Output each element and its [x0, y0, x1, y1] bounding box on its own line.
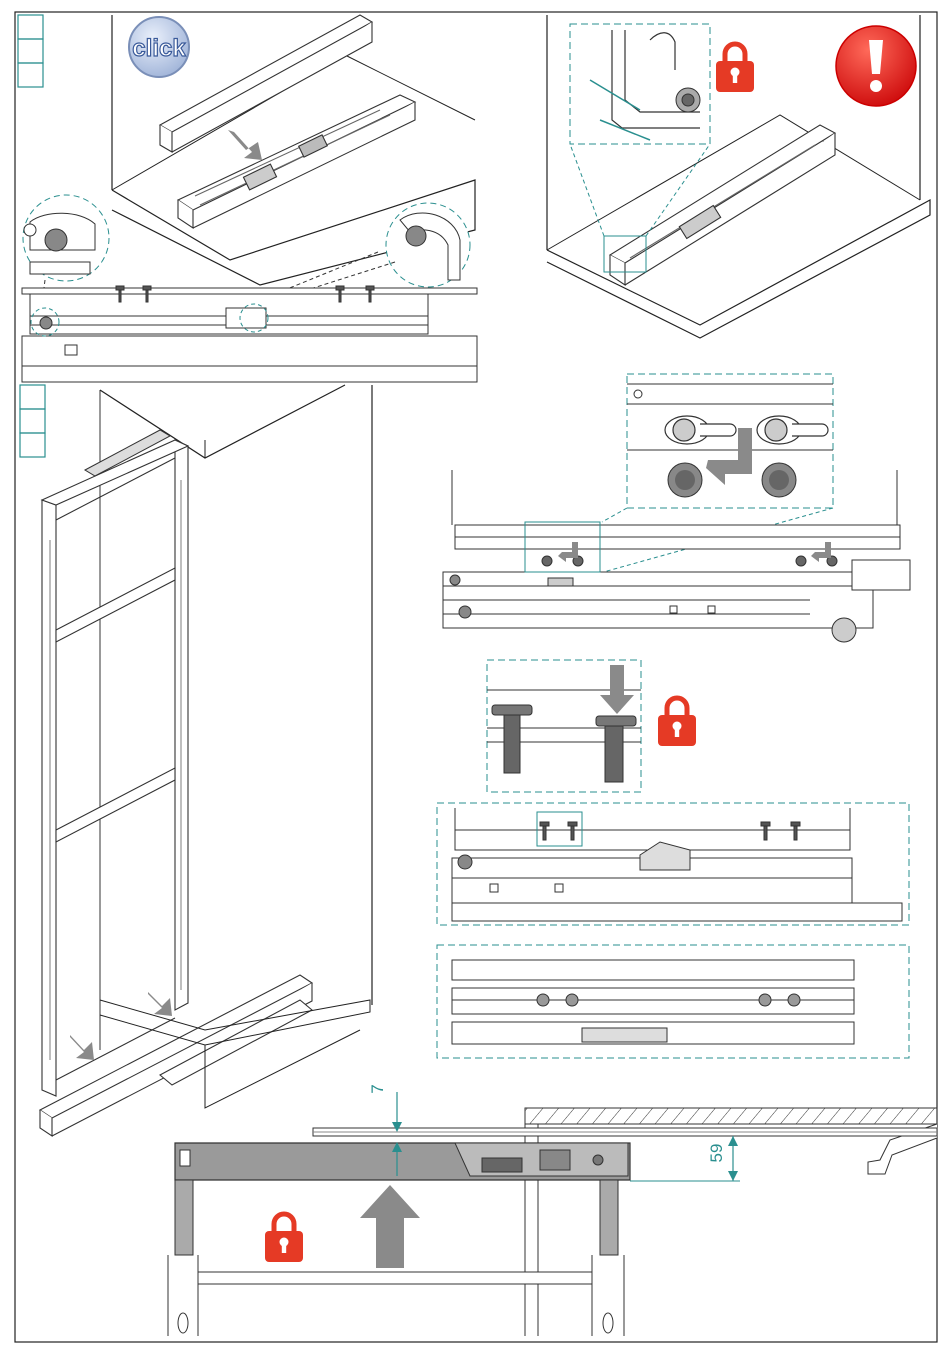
click-badge-icon: click — [129, 17, 189, 77]
arrow-icon — [148, 992, 172, 1016]
warning-exclamation-icon — [836, 26, 916, 106]
arrow-icon — [228, 130, 262, 160]
step-6-panel — [437, 803, 909, 925]
arrow-icon — [360, 1185, 420, 1268]
bottom-dimension-panel: 7 59 — [168, 1084, 937, 1336]
dimension-value-59: 59 — [707, 1144, 726, 1163]
front-elevation-drawing — [22, 288, 477, 382]
click-badge-label: click — [132, 35, 186, 62]
runner-drawing-2 — [610, 125, 835, 285]
step-5-panel — [487, 660, 696, 792]
padlock-icon — [658, 698, 696, 746]
step-2-panel — [547, 15, 930, 338]
step-3-panel — [20, 385, 372, 1136]
pull-out-frame-drawing — [42, 440, 188, 1096]
runner-drawing — [178, 95, 415, 228]
inset-detail-bracket — [570, 24, 710, 144]
step-3-checkboxes — [20, 385, 45, 457]
detail-circle-right — [386, 203, 470, 287]
padlock-icon — [716, 44, 754, 92]
detail-circle-left — [23, 195, 109, 281]
dimension-value-7: 7 — [368, 1084, 387, 1093]
dimension-gap-side: 59 — [630, 1136, 740, 1181]
step-7-panel — [437, 945, 909, 1058]
arrow-icon — [70, 1035, 94, 1060]
cabinet-top-section — [525, 1108, 937, 1124]
padlock-icon — [265, 1214, 303, 1262]
step-4-panel — [443, 374, 910, 642]
step-1-checkboxes — [18, 15, 43, 87]
step-1-panel: click — [18, 15, 477, 382]
